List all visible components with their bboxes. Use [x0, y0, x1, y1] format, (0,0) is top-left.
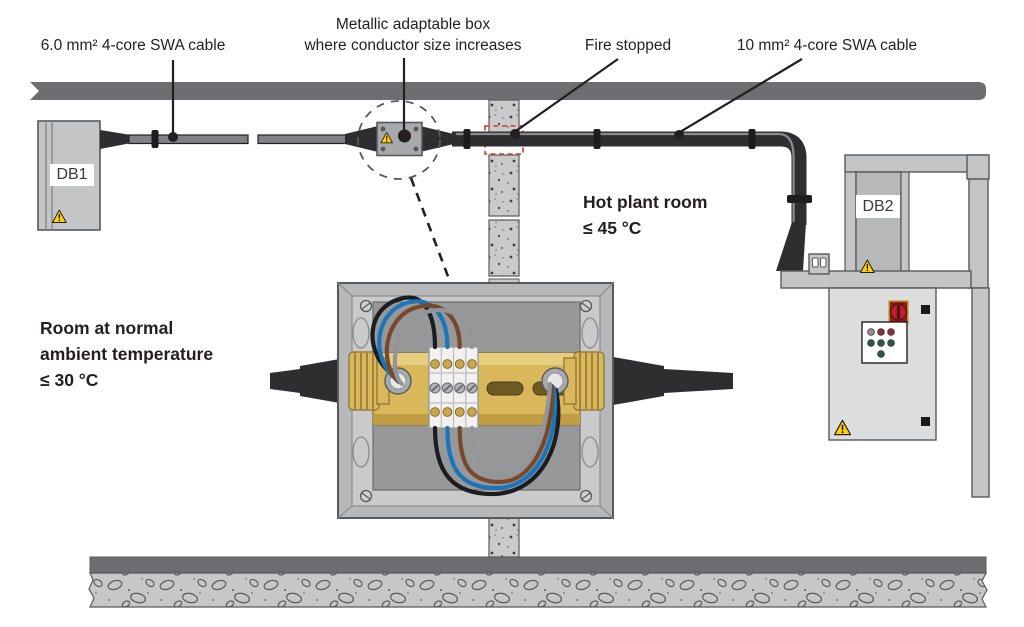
junction-box-detail [270, 282, 733, 519]
label-fire-stopped: Fire stopped [584, 37, 672, 54]
label-hot-plant-room: Hot plant room ≤ 45 °C [583, 192, 708, 238]
db2-label: DB2 [856, 195, 900, 218]
leader-cable-right [679, 58, 803, 133]
frame-post [968, 178, 989, 289]
swa-cable-tail-right [613, 357, 733, 405]
cabinet-fastener [921, 417, 930, 426]
swa-cable-tail-left [270, 357, 351, 405]
annotation-leaders [168, 58, 803, 143]
label-cable-left: 6.0 mm² 4-core SWA cable [20, 35, 246, 56]
cable-cleat [463, 129, 471, 149]
swa-cable-6mm [100, 130, 359, 149]
conductors-top [370, 295, 475, 387]
cable-cleat [593, 129, 601, 149]
frame-corner [966, 154, 990, 180]
detail-callout [357, 100, 454, 288]
terminal-block [428, 346, 479, 429]
corner-screws [359, 299, 593, 503]
db1-label: DB1 [50, 164, 94, 186]
control-cabinet [828, 287, 937, 441]
cabinet-fastener [921, 305, 930, 314]
cable-cleat [151, 130, 159, 148]
label-cable-left-text: 6.0 mm² 4-core SWA cable [40, 37, 226, 54]
db2-assembly [780, 154, 990, 498]
floor-slab [88, 556, 988, 608]
label-cable-right: 10 mm² 4-core SWA cable [736, 37, 918, 54]
label-ambient-room: Room at normal ambient temperature ≤ 30 … [40, 318, 214, 390]
swa-cable-10mm [452, 129, 812, 271]
frame-leg [971, 287, 990, 498]
label-adaptable-box: Metallic adaptable box where conductor s… [304, 16, 522, 54]
cable-cleat [787, 195, 812, 203]
leader-fire-stopped [515, 58, 619, 132]
cable-gland-db2 [776, 222, 806, 271]
indicator-panel [861, 321, 908, 364]
connector-box [808, 253, 830, 275]
conductors-bottom [432, 381, 561, 497]
cable-cleat [748, 129, 756, 149]
ceiling-slab [30, 82, 986, 100]
knockouts [352, 317, 599, 468]
